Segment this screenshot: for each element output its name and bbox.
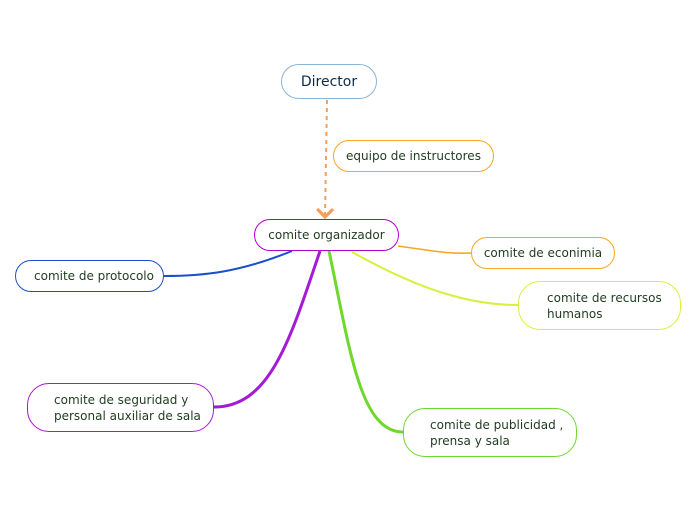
node-equipo-de-instructores[interactable]: equipo de instructores xyxy=(333,140,494,172)
connector-seguridad xyxy=(213,250,322,409)
connector-director-organizador xyxy=(315,99,335,220)
connector-publicidad xyxy=(327,250,404,434)
connector-economia xyxy=(397,245,472,255)
node-comite-de-recursos-humanos[interactable]: comite de recursos humanos xyxy=(518,281,681,330)
node-comite-de-seguridad[interactable]: comite de seguridad y personal auxiliar … xyxy=(27,383,214,432)
node-comite-de-protocolo[interactable]: comite de protocolo xyxy=(15,260,164,292)
node-comite-organizador[interactable]: comite organizador xyxy=(254,219,399,251)
connector-recursos xyxy=(351,251,519,306)
node-comite-de-econimia[interactable]: comite de econimia xyxy=(471,237,615,269)
node-director[interactable]: Director xyxy=(281,64,377,99)
connector-protocolo xyxy=(163,250,293,277)
node-comite-de-publicidad[interactable]: comite de publicidad , prensa y sala xyxy=(403,408,577,457)
